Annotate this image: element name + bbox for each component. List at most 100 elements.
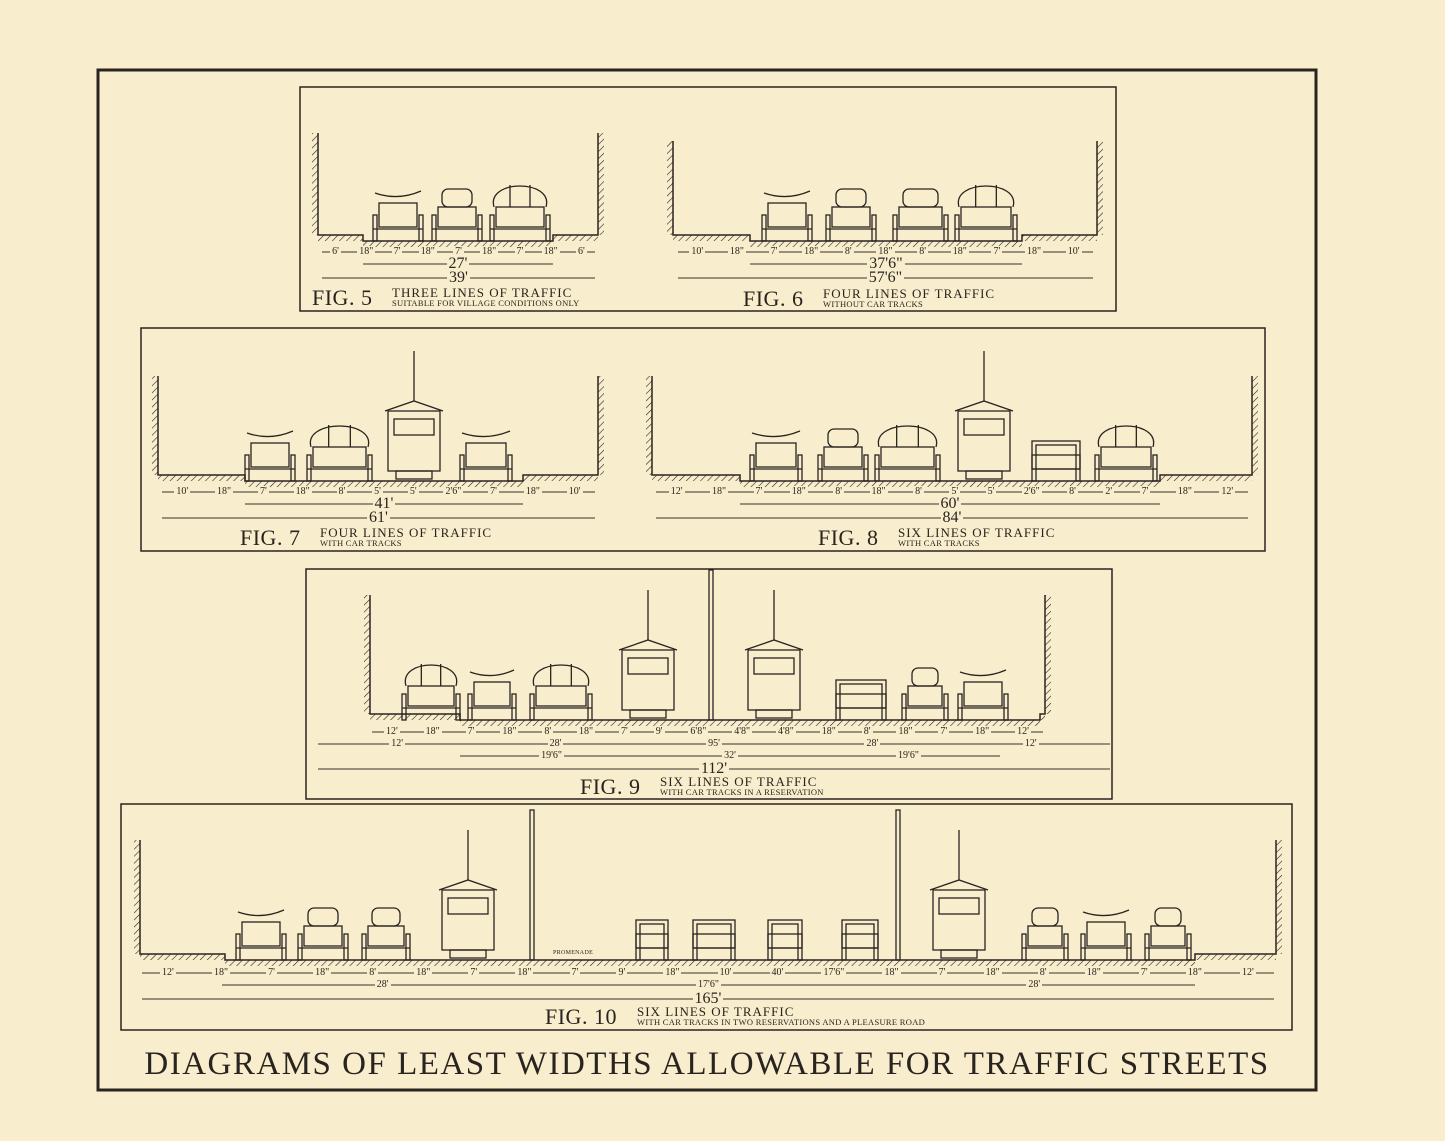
- wagon-body: [1100, 446, 1152, 468]
- load-vehicle: [361, 907, 411, 961]
- streetcar-body: [621, 649, 675, 711]
- dimension-row: 19'6"32'19'6": [460, 750, 1000, 762]
- dimension-label: 8': [842, 246, 854, 258]
- dimension-label: 8': [913, 486, 924, 498]
- wagon-vehicle: [459, 430, 513, 482]
- streetcar-roof: [618, 639, 678, 651]
- figure-panel-1: [299, 86, 1117, 312]
- canvas-cover: [309, 425, 370, 448]
- wagon-body: [535, 685, 587, 707]
- wheel: [749, 454, 755, 482]
- street-5: [312, 133, 604, 247]
- dimension-row: 165': [142, 991, 1274, 1007]
- sidewalk-hatch: [1195, 954, 1276, 960]
- wheel: [467, 693, 473, 721]
- streetcar-roof: [384, 400, 444, 412]
- dimension-row: 10'18"7'18"8'18"8'18"7'18"10': [678, 246, 1093, 258]
- wagon-vehicle: [244, 430, 296, 482]
- dimension-label: 18": [1185, 967, 1204, 979]
- outer-border: [96, 68, 1318, 1092]
- dimension-label: 18": [869, 486, 888, 498]
- wagon-body: [241, 921, 281, 947]
- dimension-label: 7': [465, 726, 477, 738]
- street-7: [152, 376, 604, 487]
- wheel: [297, 933, 303, 961]
- dimension-label: 7': [569, 967, 581, 979]
- streetcar-roof: [438, 879, 498, 891]
- dimension-label: 18": [357, 246, 376, 258]
- wagon-seat: [1082, 909, 1130, 917]
- streetcar-windows: [963, 418, 1005, 436]
- dimension-row: 12'18"7'18"8'18"8'5'5'2'6"8'2'7'18"12': [656, 486, 1248, 498]
- figure-label: FIG. 8: [818, 525, 879, 550]
- building-wall-left: [364, 595, 370, 714]
- wheel: [1012, 214, 1018, 242]
- dimension-label: 7': [936, 967, 948, 979]
- dimension-label: 8': [367, 967, 379, 979]
- dimension-label: 18": [1175, 486, 1194, 498]
- wheel: [367, 454, 373, 482]
- wheel: [841, 933, 847, 961]
- figure-subtitle: WITH CAR TRACKS: [898, 538, 980, 548]
- dimension-label: 9': [616, 967, 628, 979]
- wheel: [1126, 933, 1132, 961]
- covered-vehicle: [1094, 425, 1158, 482]
- wheel: [892, 214, 898, 242]
- covered-vehicle: [401, 664, 461, 721]
- dimension-label: 39': [447, 269, 470, 286]
- building-wall-left: [312, 133, 318, 235]
- wheel: [1186, 933, 1192, 961]
- dimension-label: 18": [215, 486, 234, 498]
- load-bales: [1031, 907, 1059, 927]
- wagon-body: [437, 206, 477, 228]
- wheel: [418, 214, 424, 242]
- streetcar-windows: [393, 418, 435, 436]
- dimension-label: 18": [896, 726, 915, 738]
- cover-hoops: [420, 664, 442, 686]
- dimension-label: 6': [330, 246, 341, 258]
- wheel: [943, 693, 949, 721]
- wheel: [835, 693, 841, 721]
- figure-label: FIG. 9: [580, 774, 641, 799]
- dimension-label: 8': [1067, 486, 1078, 498]
- dimension-label: 18": [423, 726, 442, 738]
- wagon-body: [880, 446, 935, 468]
- wheel: [1021, 933, 1027, 961]
- figure-label: FIG. 5: [312, 285, 373, 310]
- wheel: [1003, 693, 1009, 721]
- cover-hoops: [550, 664, 572, 686]
- canvas-cover: [532, 664, 590, 687]
- street-profile: [317, 133, 599, 242]
- dimension-label: 18": [577, 726, 596, 738]
- dimension-label: 8': [1037, 967, 1049, 979]
- covered-vehicle: [529, 664, 593, 721]
- wagon-seat: [461, 430, 511, 438]
- load-bales: [307, 907, 339, 927]
- sidewalk-hatch: [523, 475, 598, 481]
- cover-hoops: [896, 425, 919, 447]
- wheel: [290, 454, 296, 482]
- wagon-body: [1150, 925, 1186, 947]
- wagon-body: [250, 442, 290, 468]
- wagon-vehicle: [235, 909, 287, 961]
- dimension-label: 8': [542, 726, 554, 738]
- dimension-label: 7': [938, 726, 950, 738]
- dimension-row: 57'6": [678, 270, 1093, 286]
- wheel: [1075, 454, 1081, 482]
- wheel: [343, 933, 349, 961]
- wagon-seat: [763, 190, 811, 198]
- dimension-row: 61': [162, 510, 595, 526]
- dimension-label: 18": [876, 246, 895, 258]
- truck: [755, 709, 793, 719]
- load-bales: [827, 428, 859, 448]
- dimension-label: 7': [768, 246, 780, 258]
- street-8: [646, 376, 1258, 487]
- dimension-row: 12'18"7'18"8'18"7'9'6'8"4'8"4'8"18"8'18"…: [372, 726, 1043, 738]
- wagon-body: [495, 206, 545, 228]
- building-wall-left: [646, 376, 652, 475]
- covered-vehicle: [874, 425, 941, 482]
- car-vehicle: [384, 351, 444, 480]
- dimension-label: 84': [940, 509, 964, 526]
- wheel: [871, 214, 877, 242]
